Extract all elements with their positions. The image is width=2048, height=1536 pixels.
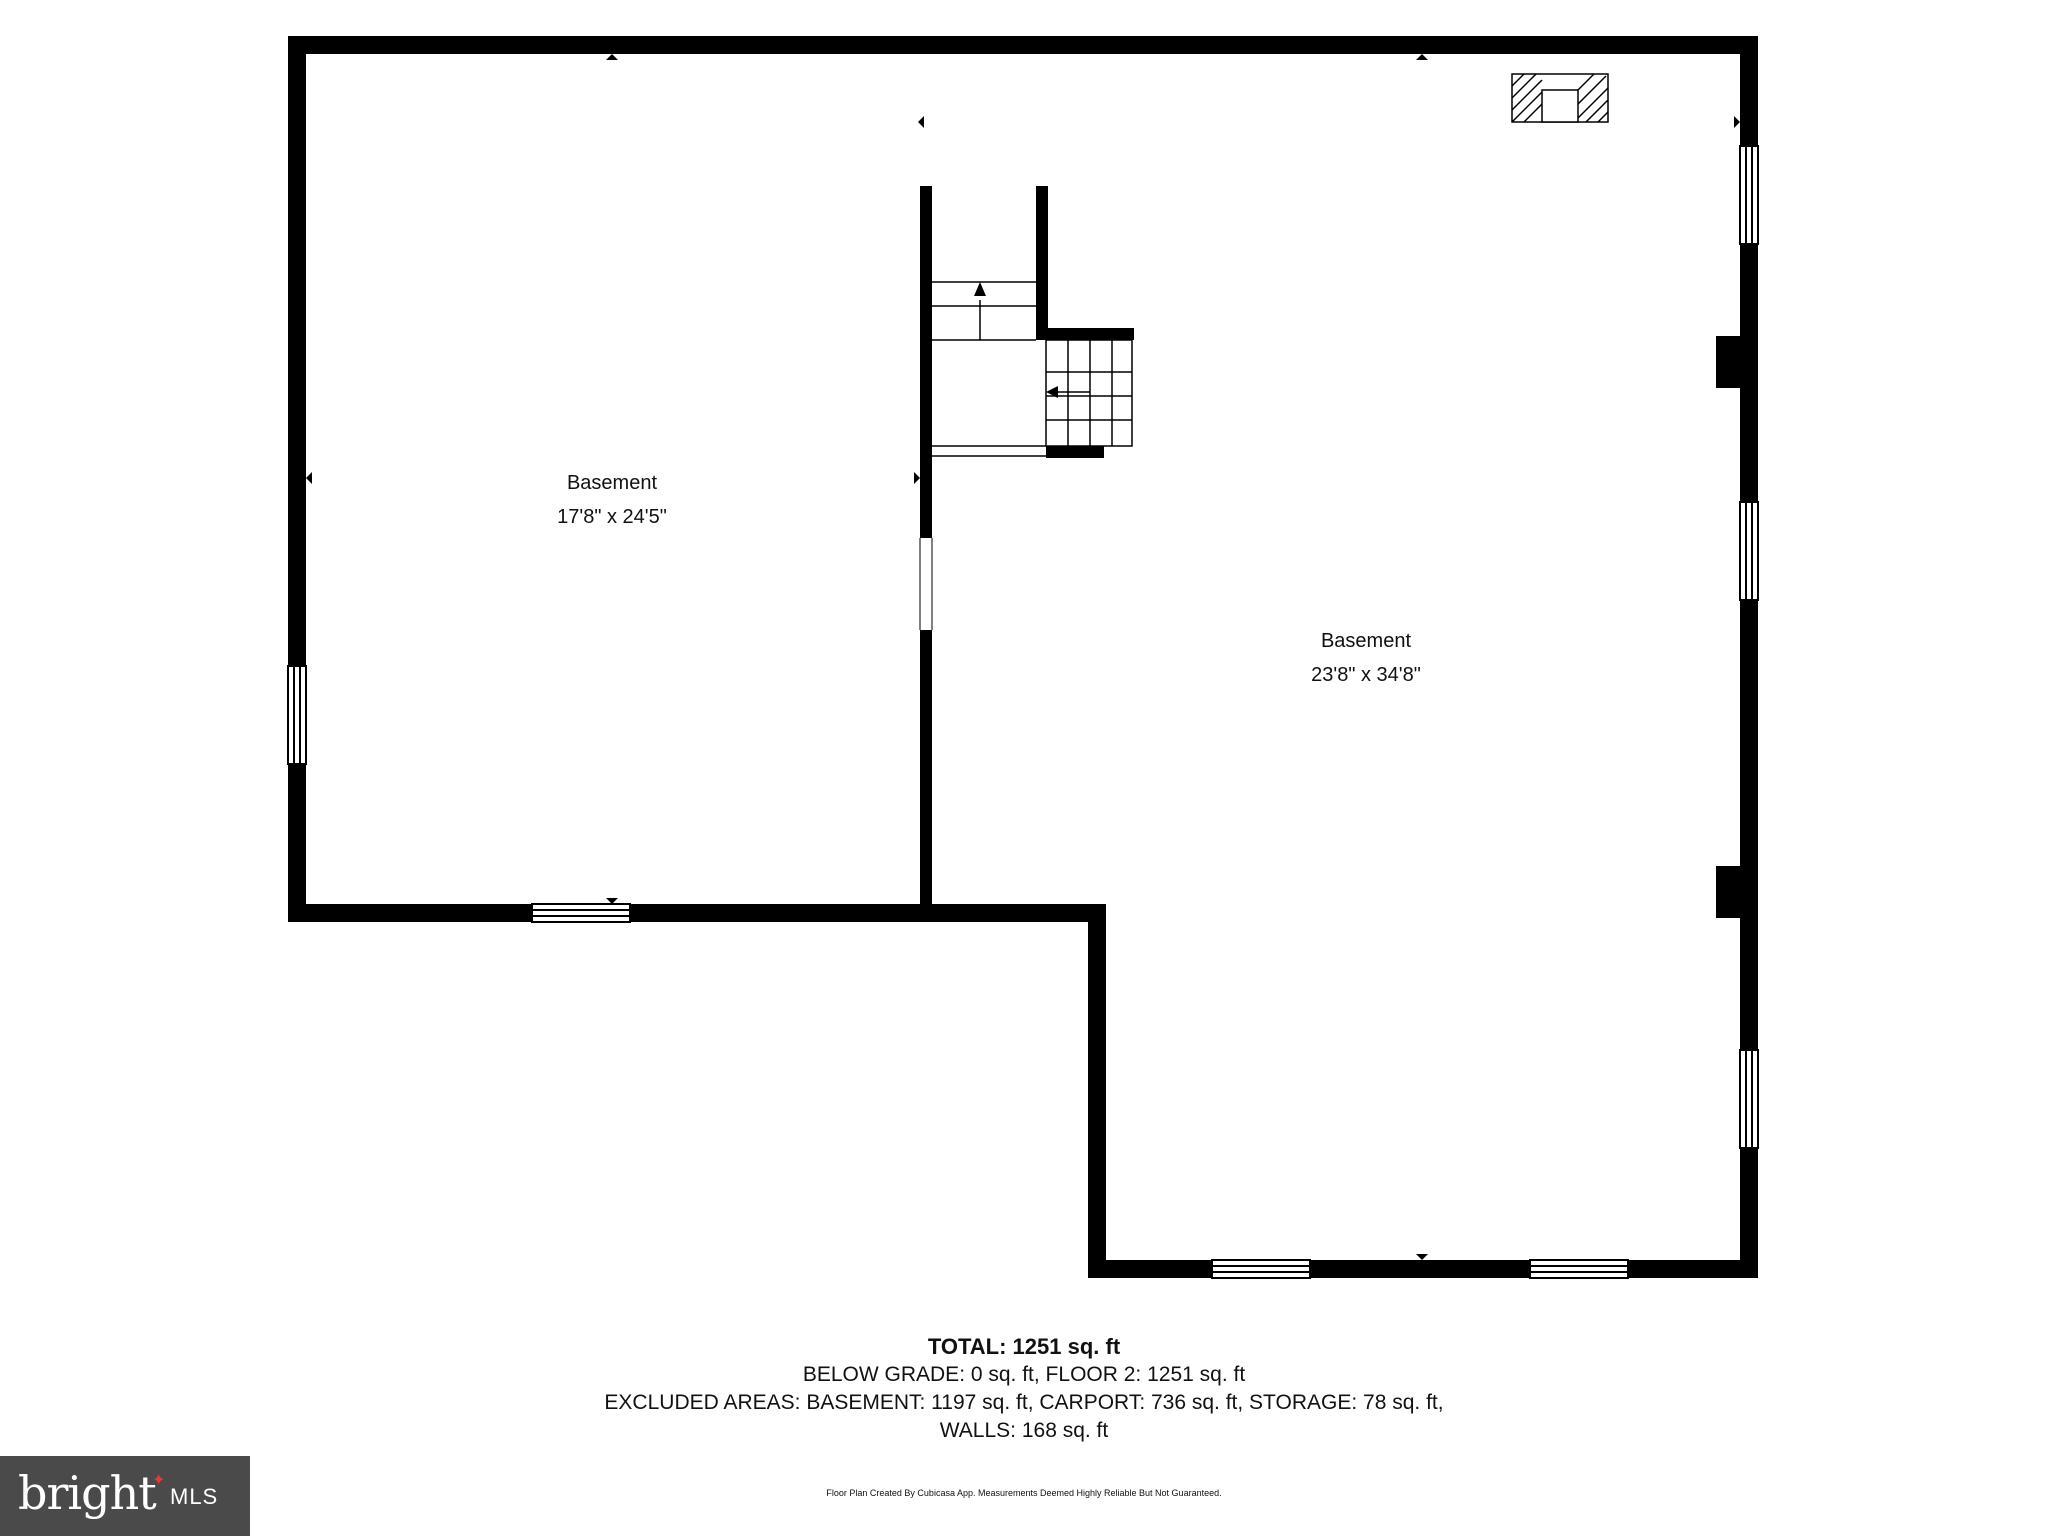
bright-mls-logo: bright ✦ MLS bbox=[0, 1456, 250, 1536]
wall-stair-top bbox=[1036, 328, 1134, 340]
pilaster-upper bbox=[1716, 336, 1742, 388]
area-line-2: EXCLUDED AREAS: BASEMENT: 1197 sq. ft, C… bbox=[604, 1391, 1444, 1414]
wall-right bbox=[1740, 36, 1758, 1278]
wall-interior-lower bbox=[920, 630, 932, 916]
fireplace bbox=[1511, 73, 1609, 123]
logo-brand-text: bright bbox=[18, 1466, 157, 1520]
room-label-left: Basement 17'8" x 24'5" bbox=[492, 466, 732, 534]
stairs bbox=[932, 281, 1133, 457]
wall-stair-right bbox=[1036, 186, 1048, 340]
logo-mls-text: MLS bbox=[170, 1484, 219, 1509]
total-area: TOTAL: 1251 sq. ft bbox=[927, 1334, 1121, 1359]
stair-arrow-up-icon bbox=[974, 282, 986, 296]
stair-arrow-left-icon bbox=[1046, 386, 1058, 398]
wall-interior-upper bbox=[920, 186, 932, 538]
wall-top bbox=[288, 36, 1758, 54]
window-bottom-right bbox=[1529, 1259, 1629, 1279]
area-line-1: BELOW GRADE: 0 sq. ft, FLOOR 2: 1251 sq.… bbox=[802, 1363, 1246, 1386]
window-right-2 bbox=[1739, 501, 1759, 601]
floor-plan-credit: Floor Plan Created By Cubicasa App. Meas… bbox=[826, 1488, 1222, 1498]
room-name: Basement bbox=[1320, 630, 1412, 652]
window-right-1 bbox=[1739, 145, 1759, 245]
wall-left-room-bottom bbox=[288, 904, 1106, 922]
dimension-markers bbox=[306, 54, 1740, 1260]
room-label-right: Basement 23'8" x 34'8" bbox=[1246, 624, 1486, 692]
window-bottom-left bbox=[531, 903, 631, 923]
stair-arrows bbox=[974, 282, 1058, 398]
pilaster-lower bbox=[1716, 866, 1742, 918]
logo-star-icon: ✦ bbox=[152, 1472, 166, 1489]
wall-stair-bottom bbox=[1046, 446, 1104, 458]
window-bottom-mid bbox=[1211, 1259, 1311, 1279]
area-line-3: WALLS: 168 sq. ft bbox=[939, 1419, 1109, 1442]
windows bbox=[287, 145, 1759, 1279]
wall-step-down bbox=[1088, 904, 1106, 1278]
room-dimensions: 23'8" x 34'8" bbox=[1311, 664, 1421, 686]
wall-left bbox=[288, 36, 306, 922]
room-dimensions: 17'8" x 24'5" bbox=[557, 506, 667, 528]
wall-right-room-bottom bbox=[1088, 1260, 1758, 1278]
doorway-opening bbox=[919, 538, 933, 630]
window-left bbox=[287, 665, 307, 765]
walls bbox=[288, 36, 1758, 1278]
window-right-3 bbox=[1739, 1049, 1759, 1149]
area-summary: TOTAL: 1251 sq. ft BELOW GRADE: 0 sq. ft… bbox=[424, 1333, 1624, 1445]
room-name: Basement bbox=[566, 472, 658, 494]
